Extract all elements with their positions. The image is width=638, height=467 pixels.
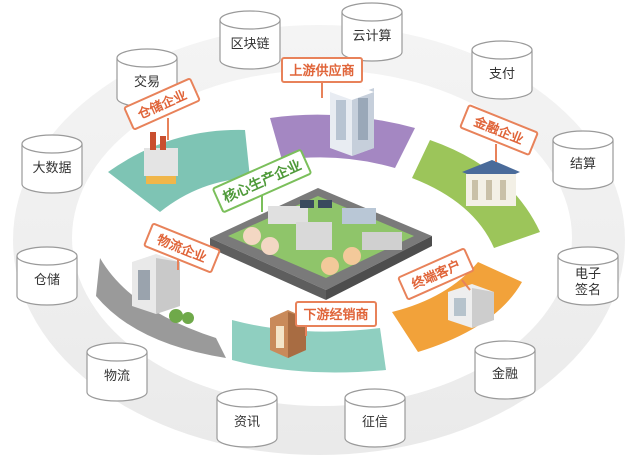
service-cylinder-6: 征信: [344, 388, 406, 448]
service-cylinder-8: 物流: [86, 342, 148, 402]
sign-distributor: 下游经销商: [295, 301, 377, 336]
service-label: 物流: [104, 369, 130, 384]
service-label: 金融: [492, 366, 518, 382]
service-label: 电子: [575, 267, 601, 282]
service-label: 交易: [134, 74, 160, 90]
service-cylinder-0: 区块链: [219, 10, 281, 70]
service-label-line2: 签名: [575, 282, 601, 298]
supplier-building: [330, 84, 374, 156]
service-label: 大数据: [32, 161, 71, 176]
service-cylinder-7: 资讯: [216, 388, 278, 448]
segment-teal: [108, 129, 250, 212]
logistics-building: [132, 254, 194, 324]
service-cylinder-2: 支付: [471, 40, 533, 100]
service-cylinder-5: 金融: [474, 340, 536, 400]
service-label: 区块链: [230, 37, 269, 52]
service-cylinder-1: 云计算: [341, 2, 403, 62]
sign-label-distributor: 下游经销商: [303, 307, 368, 323]
service-cylinder-10: 大数据: [21, 134, 83, 194]
core-factory: [210, 188, 432, 300]
warehouse-factory: [144, 132, 178, 184]
segment-gray: [96, 258, 226, 358]
service-cylinder-9: 仓储: [16, 246, 78, 306]
bank-building: [462, 160, 520, 206]
terminal-house: [448, 284, 494, 328]
service-label: 资讯: [234, 415, 260, 430]
sign-label-supplier: 上游供应商: [289, 63, 354, 79]
service-label: 支付: [489, 67, 515, 82]
service-label: 结算: [570, 157, 596, 172]
sign-supplier: 上游供应商: [281, 57, 363, 98]
sign-terminal: 终端客户: [397, 248, 475, 300]
service-label: 仓储: [34, 273, 60, 288]
service-cylinder-3: 结算: [552, 130, 614, 190]
service-label: 云计算: [352, 29, 391, 44]
service-label: 征信: [362, 415, 388, 430]
